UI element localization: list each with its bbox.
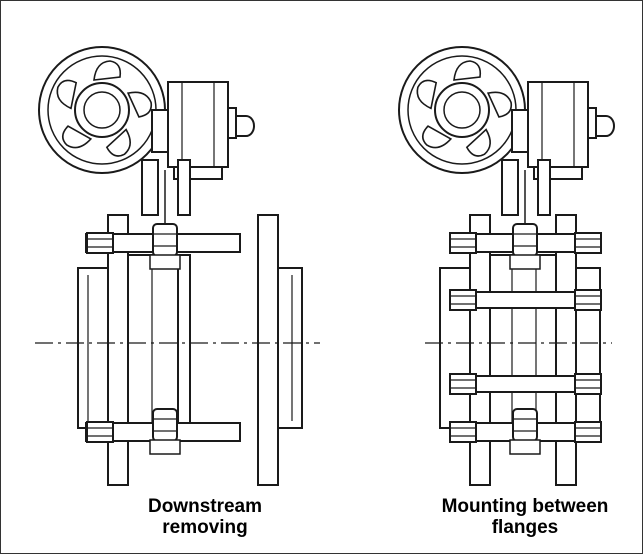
bolt-nut-icon — [449, 289, 477, 311]
gearbox-icon — [511, 81, 615, 180]
caption-line: flanges — [491, 517, 559, 538]
bolt-nut-icon — [449, 421, 477, 443]
caption-line: Downstream — [147, 496, 263, 517]
bolt-nut-icon — [512, 223, 538, 257]
bolt-nut-icon — [574, 232, 602, 254]
bolt-nut-icon — [86, 421, 114, 443]
flange-icon — [555, 214, 601, 486]
bolt-nut-icon — [574, 289, 602, 311]
bolt-nut-icon — [512, 408, 538, 442]
caption-mounting-between-flanges: Mounting between flanges — [405, 496, 643, 538]
caption-downstream-removing: Downstream removing — [100, 496, 310, 538]
handwheel-icon — [38, 46, 166, 174]
bolt-nut-icon — [449, 232, 477, 254]
bolt-nut-icon — [152, 223, 178, 257]
caption-line: Mounting between — [441, 496, 609, 517]
bolt-nut-icon — [152, 408, 178, 442]
bolt-nut-icon — [86, 232, 114, 254]
bolt-nut-icon — [574, 373, 602, 395]
gearbox-icon — [151, 81, 255, 180]
handwheel-icon — [398, 46, 526, 174]
flange-icon — [257, 214, 303, 486]
right-valve-assembly — [398, 46, 615, 486]
caption-line: removing — [162, 517, 248, 538]
flange-icon — [77, 214, 129, 486]
flange-icon — [439, 214, 491, 486]
bolt-nut-icon — [574, 421, 602, 443]
bolt-nut-icon — [449, 373, 477, 395]
left-valve-assembly — [35, 46, 320, 486]
